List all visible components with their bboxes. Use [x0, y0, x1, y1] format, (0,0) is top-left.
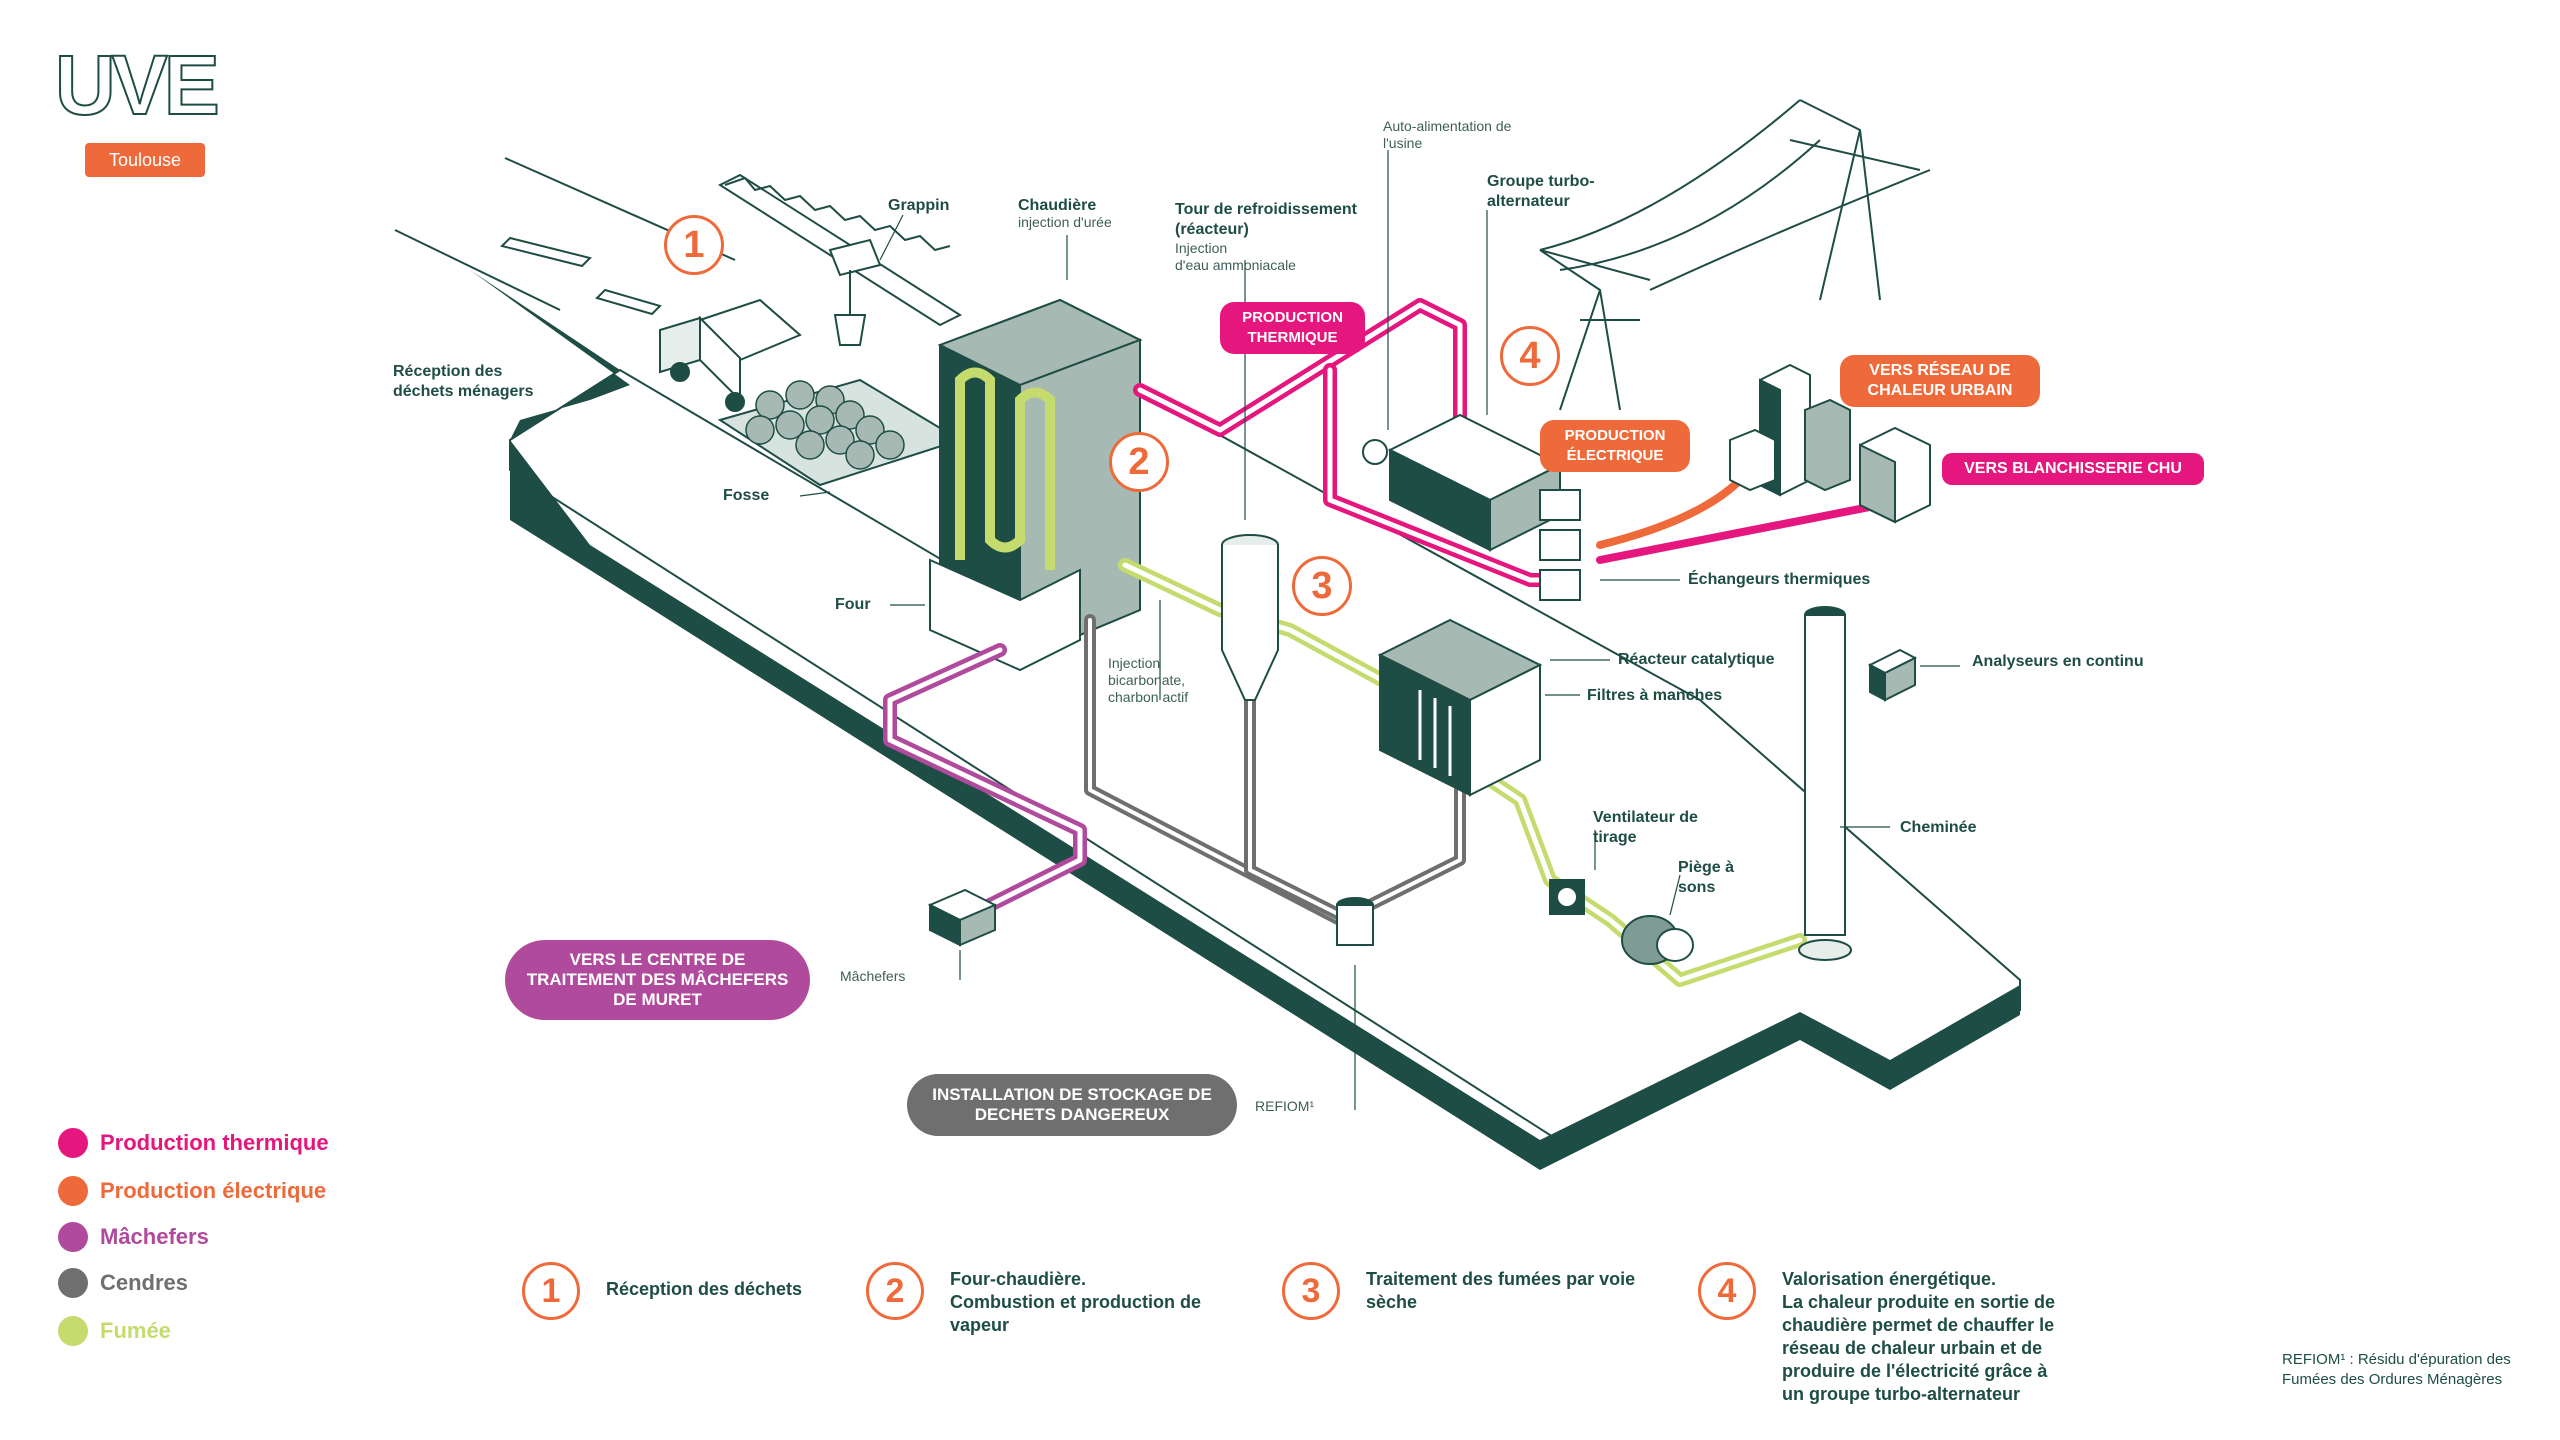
- pill-stockage: Installation de stockage de dechets dang…: [907, 1074, 1237, 1136]
- fan: [1549, 879, 1585, 915]
- label-auto: Auto-alimentation de l'usine: [1383, 118, 1512, 151]
- legend-label: Production thermique: [100, 1130, 329, 1155]
- legend-item-machefers: Mâchefers: [58, 1222, 209, 1252]
- label-refiom: REFIOM¹: [1255, 1098, 1315, 1114]
- legend-label: Cendres: [100, 1270, 189, 1295]
- step-4: 4 Valorisation énergétique. La chaleur p…: [1698, 1262, 2055, 1406]
- step-number: 1: [522, 1262, 580, 1320]
- chimney: [1798, 606, 1852, 961]
- footnote: REFIOM¹ : Résidu d'épuration des Fumées …: [2282, 1351, 2511, 1388]
- step-number: 3: [1282, 1262, 1340, 1320]
- silencer: [1621, 915, 1694, 965]
- refiom-silo: [1336, 897, 1374, 946]
- turbo-generator: [1387, 413, 1563, 552]
- label-machefers: Mâchefers: [840, 968, 906, 984]
- pylons: [1539, 99, 1931, 411]
- platform-ledge: [1540, 985, 2020, 1170]
- label-echangeurs: Échangeurs thermiques: [1688, 571, 1871, 588]
- pill-muret: Vers le centre de traitement des mâchefe…: [505, 940, 810, 1020]
- logo: UVE Toulouse: [54, 38, 240, 180]
- filter-building: [1377, 618, 1543, 797]
- step-text: Valorisation énergétique. La chaleur pro…: [1782, 1269, 2056, 1404]
- label-ventilateur: Ventilateur de tirage: [1593, 809, 1698, 846]
- step-number: 2: [866, 1262, 924, 1320]
- label-reacteur: Réacteur catalytique: [1618, 651, 1775, 668]
- label-tour-sub: Injection d'eau ammoniacale: [1175, 240, 1296, 273]
- pill-prod-thermique: Production thermique: [1220, 302, 1365, 354]
- step-text: Réception des déchets: [606, 1279, 803, 1299]
- label-fosse: Fosse: [723, 487, 770, 504]
- label-injection-bic: Injection bicarbonate, charbon actif: [1108, 655, 1189, 705]
- legend-item-electrique: Production électrique: [58, 1176, 326, 1206]
- step-text: Four-chaudière. Combustion et production…: [950, 1269, 1201, 1335]
- label-reception: Réception des déchets ménagers: [393, 363, 534, 400]
- label-four: Four: [835, 596, 871, 613]
- label-analyseurs: Analyseurs en continu: [1972, 653, 2144, 670]
- cooling-tower: [1221, 534, 1279, 701]
- garbage-truck: [659, 298, 802, 412]
- pit: [717, 378, 963, 487]
- label-tour: Tour de refroidissement (réacteur): [1175, 201, 1357, 238]
- legend-item-cendres: Cendres: [58, 1268, 188, 1298]
- step-2: 2 Four-chaudière. Combustion et producti…: [866, 1262, 1201, 1337]
- pill-prod-electrique: Production électrique: [1540, 420, 1690, 472]
- label-groupe: Groupe turbo- alternateur: [1487, 173, 1595, 210]
- left-wedge: [470, 270, 630, 440]
- legend-dot: [58, 1316, 88, 1346]
- label-filtres: Filtres à manches: [1587, 687, 1723, 704]
- machefer-box: [927, 888, 998, 947]
- legend-dot: [58, 1128, 88, 1158]
- step-1: 1 Réception des déchets: [522, 1262, 802, 1320]
- legend-label: Fumée: [100, 1318, 171, 1343]
- legend-item-fumee: Fumée: [58, 1316, 171, 1346]
- pill-blanchisserie: Vers blanchisserie CHU: [1942, 453, 2204, 485]
- legend-dot: [58, 1176, 88, 1206]
- label-cheminee: Cheminée: [1900, 819, 1977, 836]
- legend-dot: [58, 1268, 88, 1298]
- step-marker-2: 2: [1109, 432, 1169, 492]
- legend-dot: [58, 1222, 88, 1252]
- crane: [717, 173, 963, 346]
- step-number: 4: [1698, 1262, 1756, 1320]
- step-text: Traitement des fumées par voie sèche: [1366, 1269, 1636, 1312]
- label-chaudiere-sub: injection d'urée: [1018, 214, 1112, 230]
- legend-item-thermique: Production thermique: [58, 1128, 329, 1158]
- legend-label: Production électrique: [100, 1178, 327, 1203]
- logo-city-badge: Toulouse: [85, 143, 205, 177]
- platform-side-left: [510, 440, 1540, 1170]
- label-piege: Piège à sons: [1678, 859, 1735, 896]
- legend-label: Mâchefers: [100, 1224, 209, 1249]
- city-buildings: [1729, 363, 1931, 524]
- step-marker-3: 3: [1292, 556, 1352, 616]
- logo-wordmark: UVE: [54, 38, 221, 132]
- bulb-icon: [1362, 439, 1388, 465]
- analyser-box: [1867, 648, 1918, 702]
- step-marker-4: 4: [1500, 326, 1560, 386]
- heat-exchangers: [1539, 489, 1581, 601]
- label-grappin: Grappin: [888, 197, 950, 214]
- step-3: 3 Traitement des fumées par voie sèche: [1282, 1262, 1635, 1320]
- boiler-building: [929, 298, 1143, 672]
- label-chaudiere: Chaudière: [1018, 197, 1097, 214]
- pill-reseau: Vers réseau de chaleur urbain: [1840, 355, 2040, 407]
- step-marker-1: 1: [664, 215, 724, 275]
